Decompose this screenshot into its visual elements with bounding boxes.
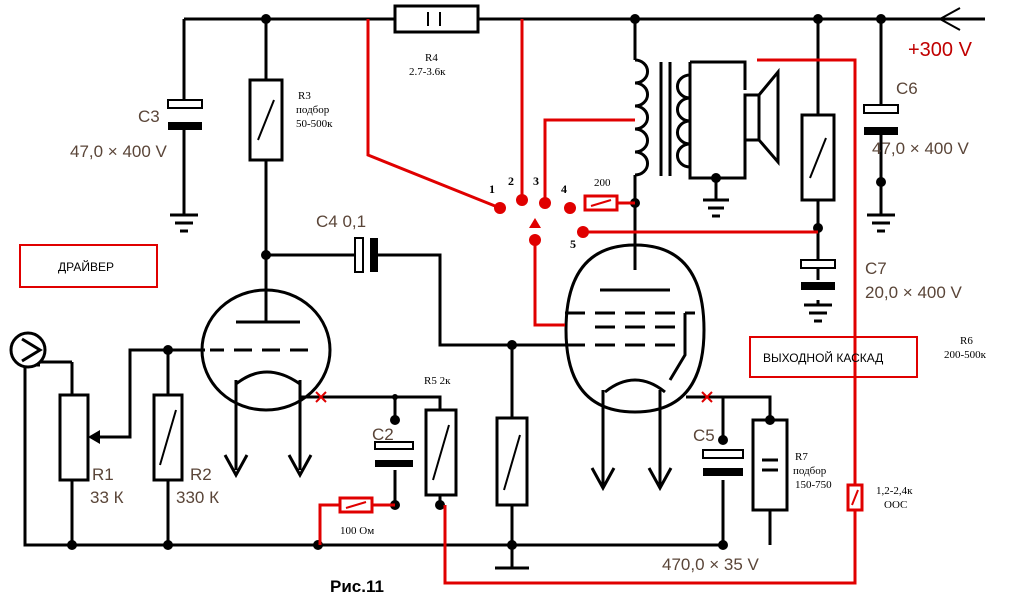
c2-capacitor (374, 441, 414, 467)
modification-wiring (318, 19, 857, 585)
r2-value: 330 К (176, 488, 219, 507)
r7-line1: подбор (793, 465, 827, 477)
switch-contacts (494, 194, 589, 246)
c6-ref: C6 (896, 79, 918, 98)
switch-pos-1: 1 (489, 182, 495, 196)
r7-line2: 150-750 (795, 479, 832, 491)
r1-ref: R1 (92, 465, 114, 484)
oos-line1: 1,2-2,4к (876, 485, 913, 497)
junction-dots (67, 14, 886, 550)
output-stage-label: ВЫХОДНОЙ КАСКАД (763, 350, 883, 365)
c6-capacitor (863, 104, 899, 135)
c4-capacitor (354, 237, 378, 273)
driver-box (19, 244, 158, 288)
c2-ref: C2 (372, 425, 394, 444)
r3-line2: 50-500к (296, 118, 333, 130)
r2-ref: R2 (190, 465, 212, 484)
r4-resistor (393, 4, 480, 34)
oos-line2: ООС (884, 499, 907, 511)
main-wiring (23, 7, 985, 570)
output-transformer (634, 58, 691, 177)
c5-ref: C5 (693, 426, 715, 445)
c7-ref: C7 (865, 259, 887, 278)
c3-capacitor (167, 99, 203, 130)
r5-label: R5 2к (424, 375, 451, 387)
r6-value: 200-500к (944, 349, 987, 361)
c6-value: 47,0 × 400 V (872, 139, 970, 158)
cathode-cap-value: 470,0 × 35 V (662, 555, 760, 574)
speaker-icon (743, 67, 780, 167)
c7-value: 20,0 × 400 V (865, 283, 963, 302)
c5-capacitor (702, 449, 744, 476)
switch-pos-2: 2 (508, 174, 514, 188)
switch-pos-4: 4 (561, 182, 567, 196)
r200-value: 200 (594, 177, 611, 189)
output-stage-box (749, 336, 918, 378)
driver-stage-label: ДРАЙВЕР (58, 259, 114, 274)
ground-symbols (170, 198, 895, 323)
r3-ref: R3 (298, 90, 311, 102)
r7-resistor (751, 418, 789, 512)
input-jack-icon (9, 331, 47, 369)
driver-tube (200, 288, 332, 479)
r5-resistor (424, 408, 458, 497)
r7-ref: R7 (795, 451, 808, 463)
supply-label: +300 V (908, 39, 973, 61)
r3-line1: подбор (296, 104, 330, 116)
figure-caption: Рис.11 (330, 577, 384, 596)
r4-value: 2.7-3.6к (409, 66, 446, 78)
c7-capacitor (800, 259, 836, 290)
break-marks (315, 391, 713, 403)
c3-value: 47,0 × 400 V (70, 142, 168, 161)
switch-pos-3: 3 (533, 174, 539, 188)
r1-value: 33 К (90, 488, 124, 507)
r4-ref: R4 (425, 52, 438, 64)
r100-value: 100 Ом (340, 525, 374, 537)
r6-ref: R6 (960, 335, 973, 347)
r1-potentiometer (58, 393, 90, 482)
c3-ref: C3 (138, 107, 160, 126)
switch-pos-5: 5 (570, 237, 576, 251)
output-tube (564, 243, 706, 492)
c4-label: C4 0,1 (316, 212, 366, 231)
